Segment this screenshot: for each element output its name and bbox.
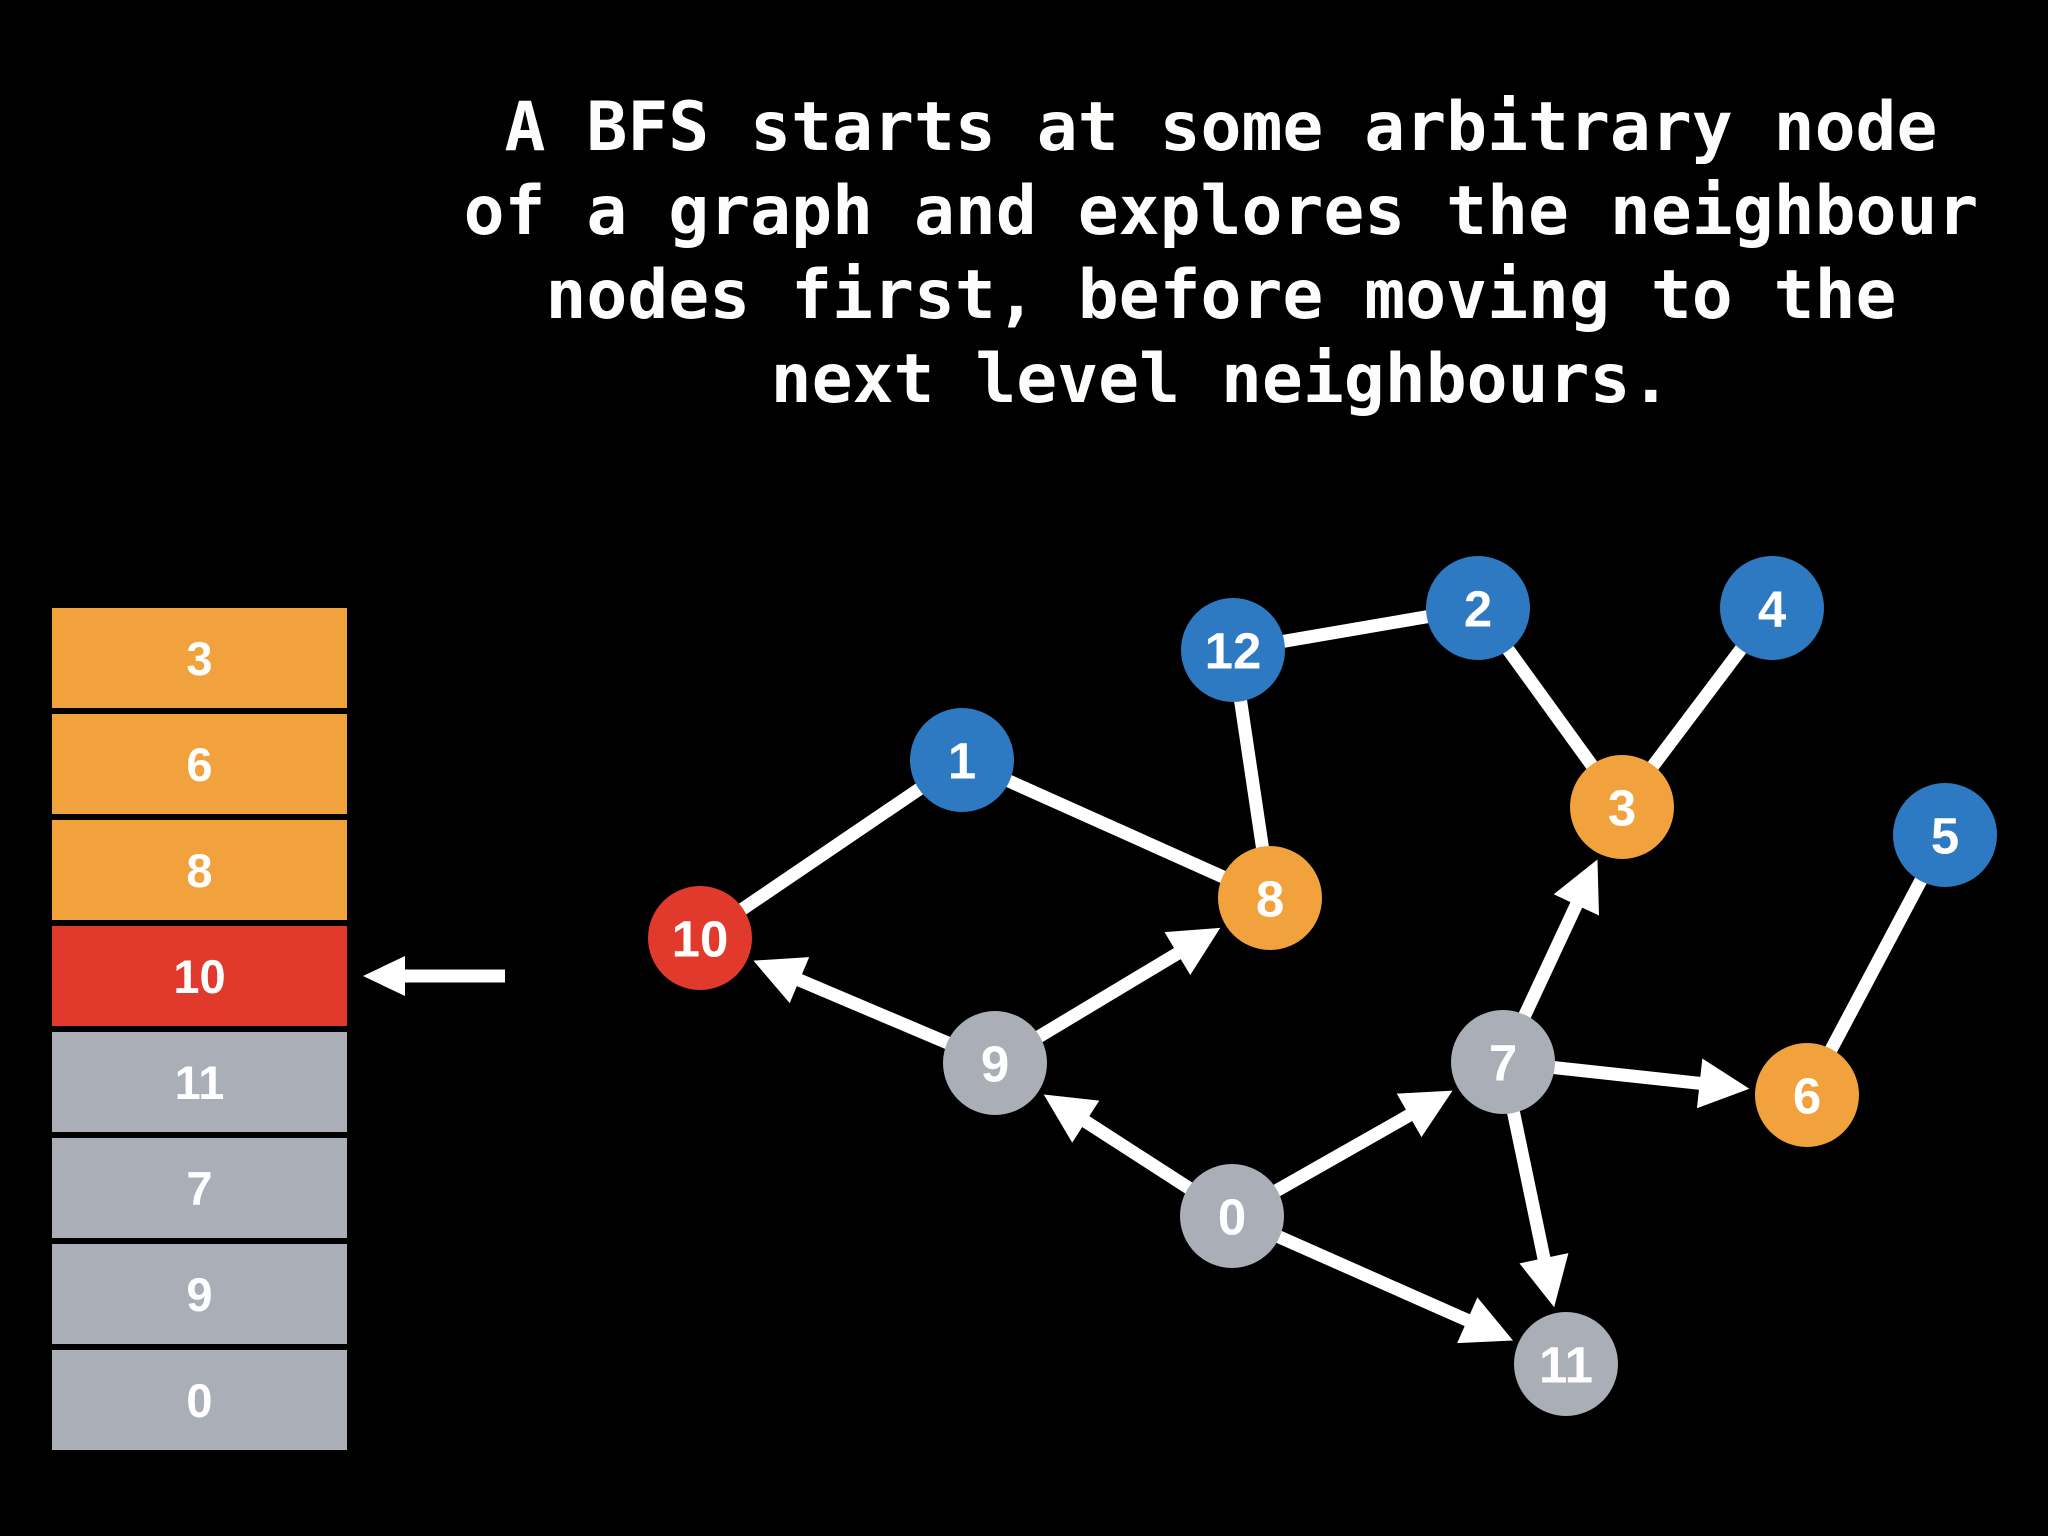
- node-label: 9: [981, 1035, 1009, 1092]
- node-label: 1: [948, 732, 976, 789]
- queue-item-0: 0: [52, 1350, 347, 1450]
- node-label: 6: [1793, 1067, 1821, 1124]
- node-label: 4: [1758, 580, 1787, 637]
- arrowhead-icon: [753, 957, 810, 1004]
- node-label: 11: [1539, 1336, 1593, 1393]
- node-circle: [1755, 1043, 1859, 1147]
- title-line-4: next level neighbours.: [770, 340, 1672, 419]
- node-label: 0: [1218, 1188, 1246, 1245]
- arrowhead-icon: [1696, 1058, 1750, 1109]
- node-circle: [1720, 556, 1824, 660]
- slide-title: A BFS starts at some arbitrary node of a…: [396, 86, 2046, 422]
- graph-node-10: 10: [648, 886, 752, 990]
- arrowhead-icon: [1043, 1094, 1100, 1143]
- graph-node-9: 9: [943, 1011, 1047, 1115]
- graph-node-12: 12: [1181, 598, 1285, 702]
- graph-node-1: 1: [910, 708, 1014, 812]
- graph-node-4: 4: [1720, 556, 1824, 660]
- title-line-2: of a graph and explores the neighbour: [463, 172, 1979, 251]
- graph-node-6: 6: [1755, 1043, 1859, 1147]
- arrowhead-icon: [1519, 1253, 1569, 1308]
- queue-item-3: 3: [52, 608, 347, 708]
- queue-item-8: 8: [52, 820, 347, 920]
- node-label: 7: [1489, 1034, 1517, 1091]
- node-circle: [1181, 598, 1285, 702]
- title-line-1: A BFS starts at some arbitrary node: [504, 88, 1938, 167]
- graph-node-3: 3: [1570, 755, 1674, 859]
- edge-1-10: [696, 754, 966, 944]
- queue-item-6: 6: [52, 714, 347, 814]
- arrowhead-icon: [1396, 1090, 1453, 1138]
- node-circle: [1218, 846, 1322, 950]
- graph-node-8: 8: [1218, 846, 1322, 950]
- node-label: 2: [1464, 580, 1492, 637]
- node-circle: [943, 1011, 1047, 1115]
- node-label: 12: [1205, 622, 1262, 679]
- graph-node-2: 2: [1426, 556, 1530, 660]
- graph-node-0: 0: [1180, 1164, 1284, 1268]
- queue-item-7: 7: [52, 1138, 347, 1238]
- node-circle: [1893, 783, 1997, 887]
- arrowhead-icon: [1457, 1297, 1513, 1344]
- node-label: 8: [1256, 870, 1284, 927]
- node-circle: [1570, 755, 1674, 859]
- graph-node-7: 7: [1451, 1010, 1555, 1114]
- node-circle: [648, 886, 752, 990]
- node-circle: [1180, 1164, 1284, 1268]
- queue-item-11: 11: [52, 1032, 347, 1132]
- node-circle: [910, 708, 1014, 812]
- edge-1-8: [959, 754, 1273, 904]
- node-label: 10: [672, 910, 729, 967]
- node-circle: [1426, 556, 1530, 660]
- queue-pointer-arrow-icon: [363, 956, 505, 996]
- title-line-3: nodes first, before moving to the: [545, 256, 1897, 335]
- arrowhead-icon: [1164, 927, 1221, 976]
- node-circle: [1514, 1312, 1618, 1416]
- graph-node-5: 5: [1893, 783, 1997, 887]
- queue-item-10: 10: [52, 926, 347, 1026]
- queue-item-9: 9: [52, 1244, 347, 1344]
- arrowhead-icon: [1553, 859, 1599, 916]
- node-circle: [1451, 1010, 1555, 1114]
- node-label: 5: [1931, 807, 1959, 864]
- graph-node-11: 11: [1514, 1312, 1618, 1416]
- node-label: 3: [1608, 779, 1636, 836]
